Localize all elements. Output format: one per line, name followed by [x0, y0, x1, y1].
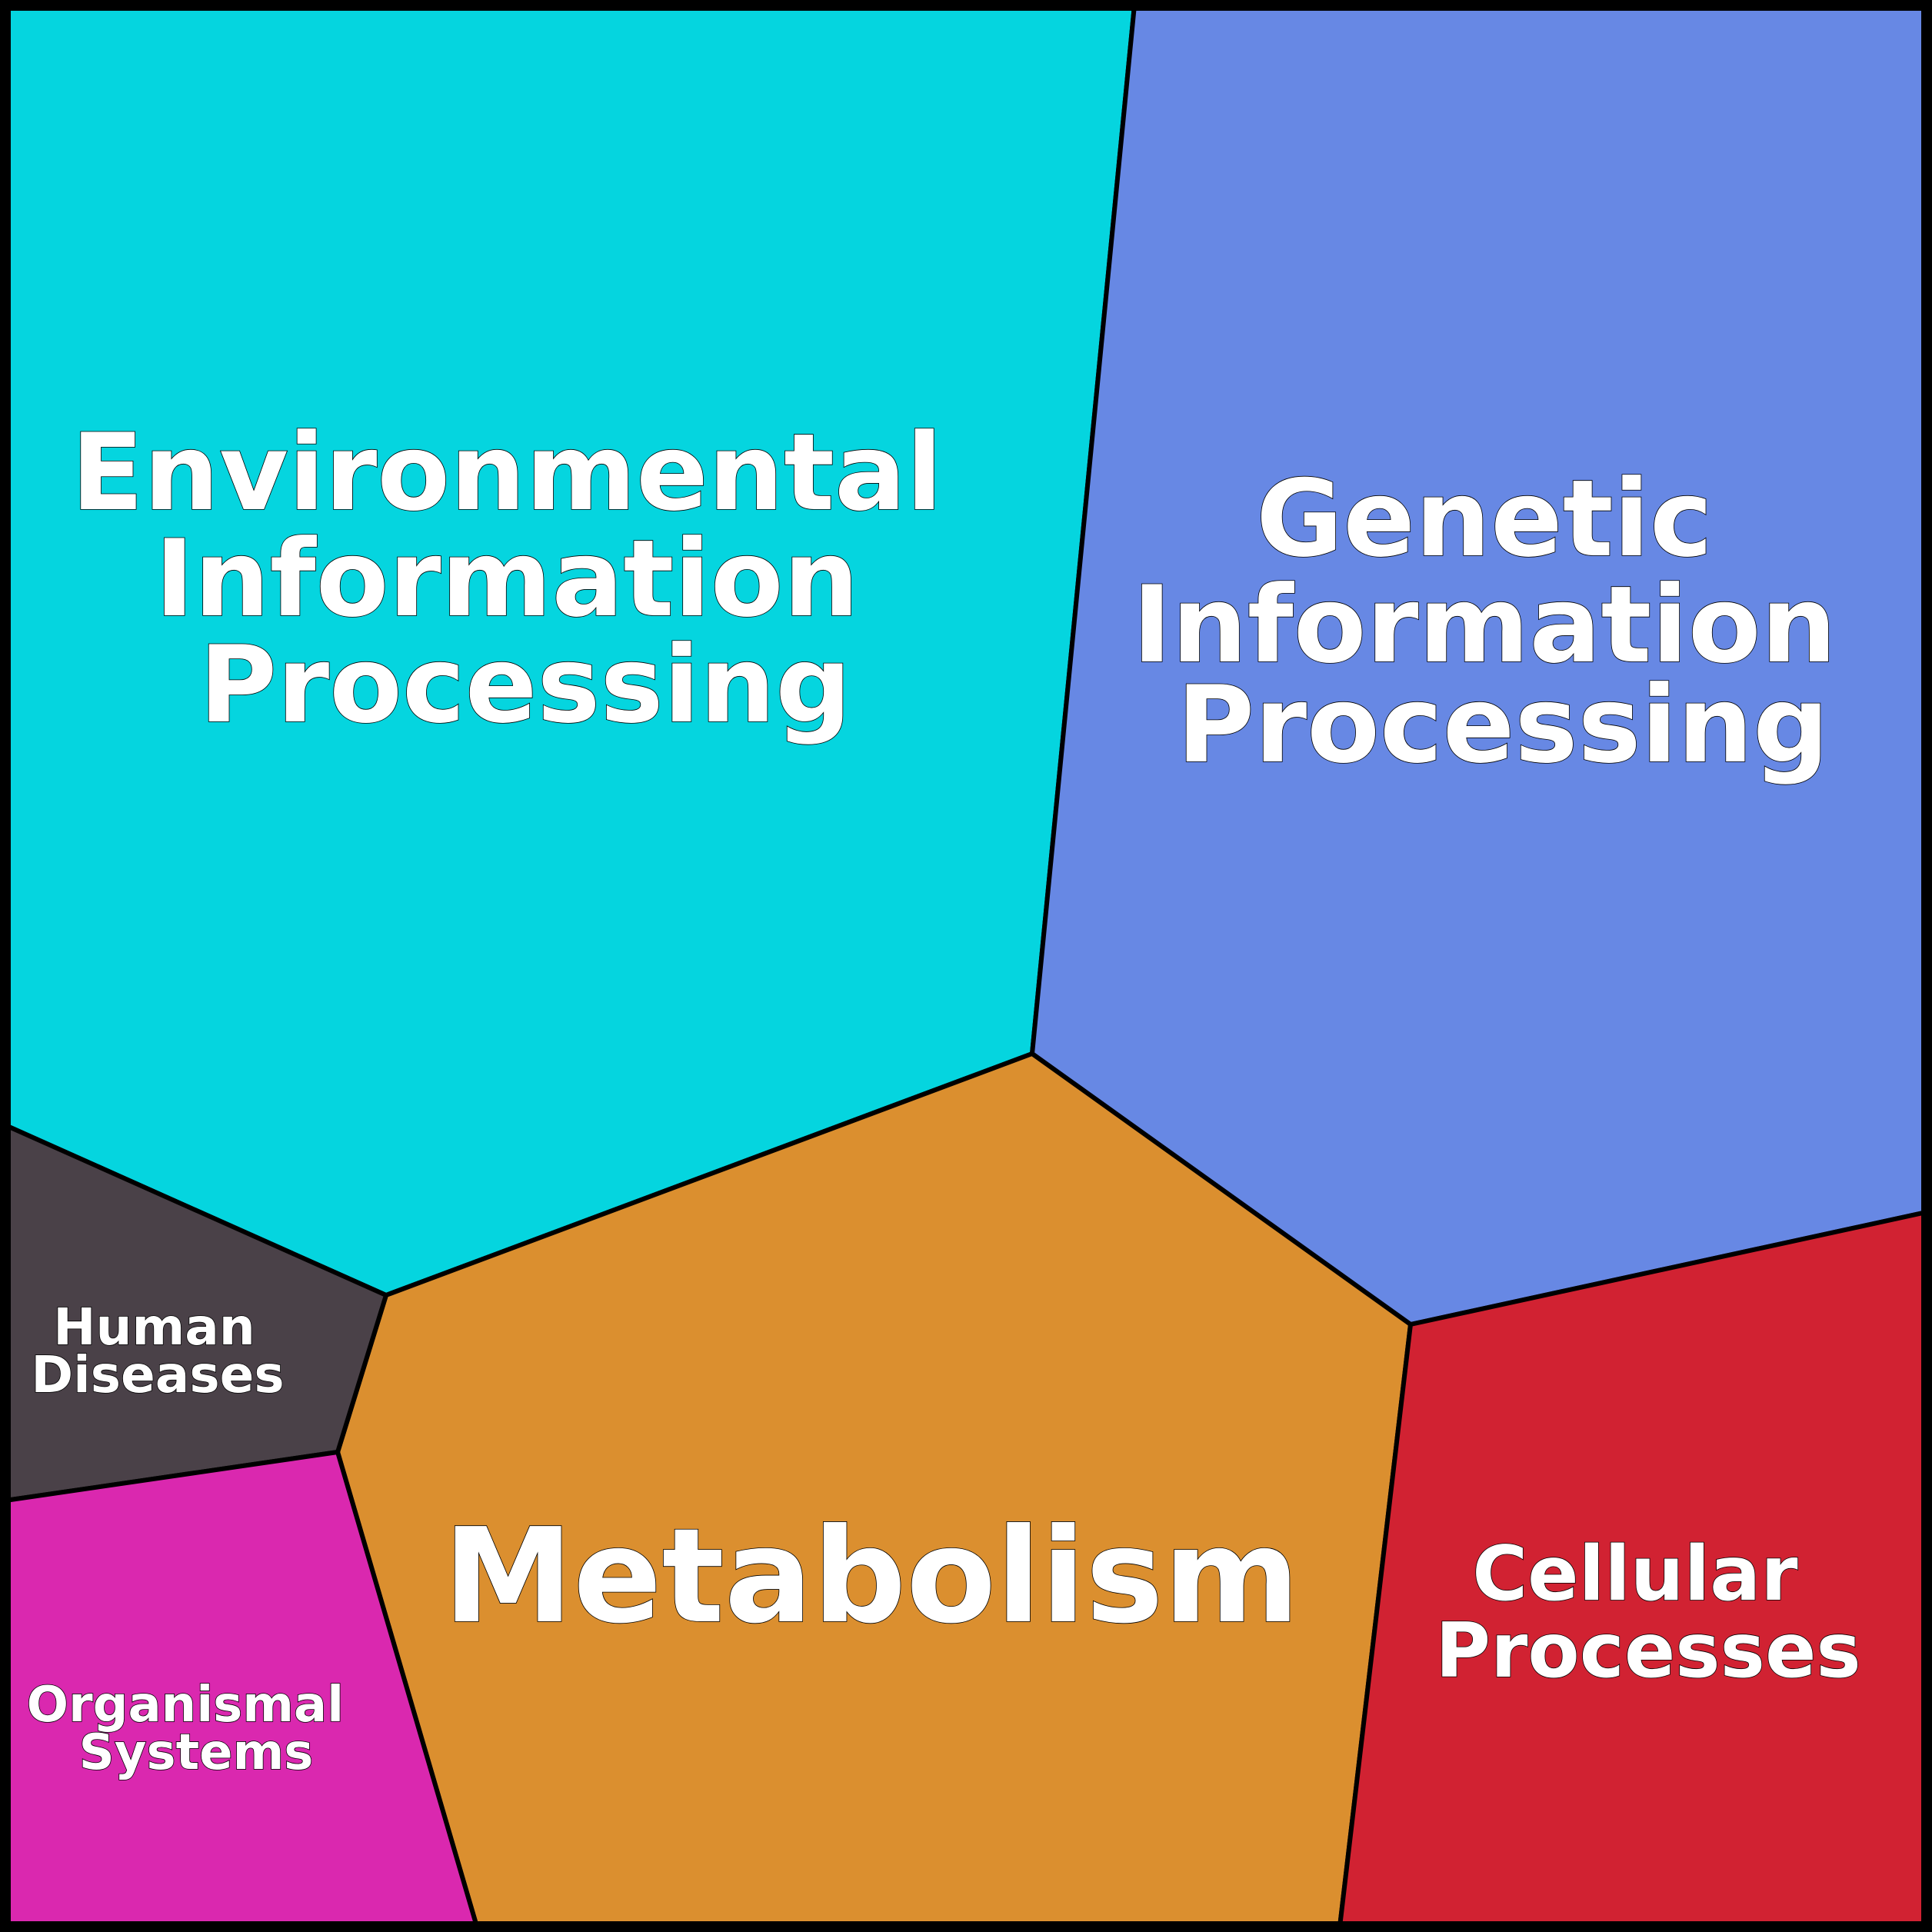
label-line: Processing [199, 623, 851, 747]
label-line: Information [1132, 563, 1837, 687]
label-line: Environmental [72, 411, 943, 535]
label-line: Human [53, 1297, 255, 1357]
label-line: Organismal [27, 1677, 344, 1734]
label-cellular-processes: Cellular Processes [1435, 1531, 1861, 1695]
label-metabolism: Metabolism [443, 1501, 1300, 1653]
label-line: Processing [1177, 663, 1829, 787]
label-line: Systems [79, 1724, 314, 1781]
label-line: Diseases [31, 1345, 284, 1404]
label-genetic-information-processing: Genetic Information Processing [1132, 457, 1874, 787]
label-human-diseases: Human Diseases [31, 1297, 284, 1404]
label-environmental-information-processing: Environmental Information Processing [72, 411, 980, 747]
label-line: Metabolism [443, 1501, 1300, 1653]
label-line: Information [155, 517, 859, 641]
label-line: Cellular [1472, 1531, 1798, 1618]
label-organismal-systems: Organismal Systems [27, 1677, 361, 1781]
label-line: Processes [1435, 1607, 1861, 1695]
label-line: Genetic [1256, 457, 1713, 581]
